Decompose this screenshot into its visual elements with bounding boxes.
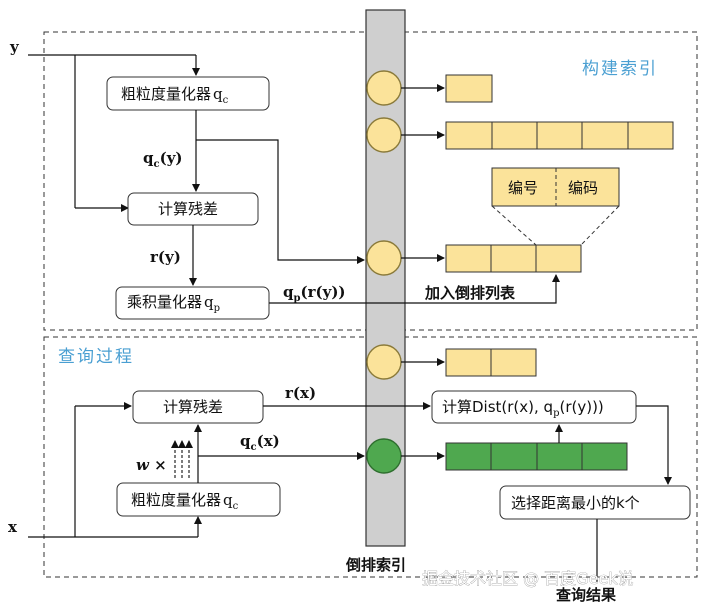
dist-box <box>431 390 637 424</box>
residual-label-build: 计算残差 <box>158 200 218 218</box>
inverted-list-2 <box>445 121 674 150</box>
residual-label-query: 计算残差 <box>163 398 223 416</box>
inverted-list-4 <box>445 348 537 377</box>
query-section-title: 查询过程 <box>58 347 134 367</box>
cluster-circle-4 <box>366 344 402 380</box>
result-label: 查询结果 <box>556 586 617 604</box>
inverted-list-3 <box>445 244 582 273</box>
inverted-list-1 <box>445 74 493 103</box>
build-section-title: 构建索引 <box>582 59 658 79</box>
cluster-circle-2 <box>366 117 402 153</box>
r-y-label: r(y) <box>150 248 181 266</box>
zoom-line-right <box>580 205 620 246</box>
pq-to-list-arrow <box>269 274 560 304</box>
w-times-label: w × <box>136 456 167 474</box>
qc-y-to-list-line <box>196 139 365 264</box>
inverted-index-label: 倒排索引 <box>345 556 406 574</box>
dist-to-select-arrow <box>636 405 672 485</box>
input-y-label: y <box>9 38 20 56</box>
select-label: 选择距离最小的k个 <box>511 494 640 512</box>
zoom-line-left <box>491 205 537 246</box>
qp-ry-label: qp(r(y)) <box>283 283 346 304</box>
qc-x-label: qc(x) <box>240 432 280 453</box>
residual-box-query <box>132 390 264 424</box>
input-x-label: x <box>8 518 18 536</box>
cluster-circle-3 <box>366 240 402 276</box>
entry-code-label: 编码 <box>568 179 598 197</box>
coarse-quantizer-box-build <box>106 76 270 111</box>
dist-label: 计算Dist(r(x), qp(r(y))) <box>442 398 604 419</box>
inverted-list-selected <box>445 442 628 471</box>
select-box <box>499 485 691 520</box>
cluster-circle-1 <box>366 70 402 106</box>
cluster-circle-selected <box>366 438 402 474</box>
add-to-list-label: 加入倒排列表 <box>424 284 516 302</box>
qc-y-label: qc(y) <box>143 149 183 170</box>
r-x-label: r(x) <box>285 384 316 402</box>
entry-id-label: 编号 <box>508 179 538 197</box>
watermark-text: 掘金技术社区 @ 百度Geek说 <box>422 569 634 588</box>
